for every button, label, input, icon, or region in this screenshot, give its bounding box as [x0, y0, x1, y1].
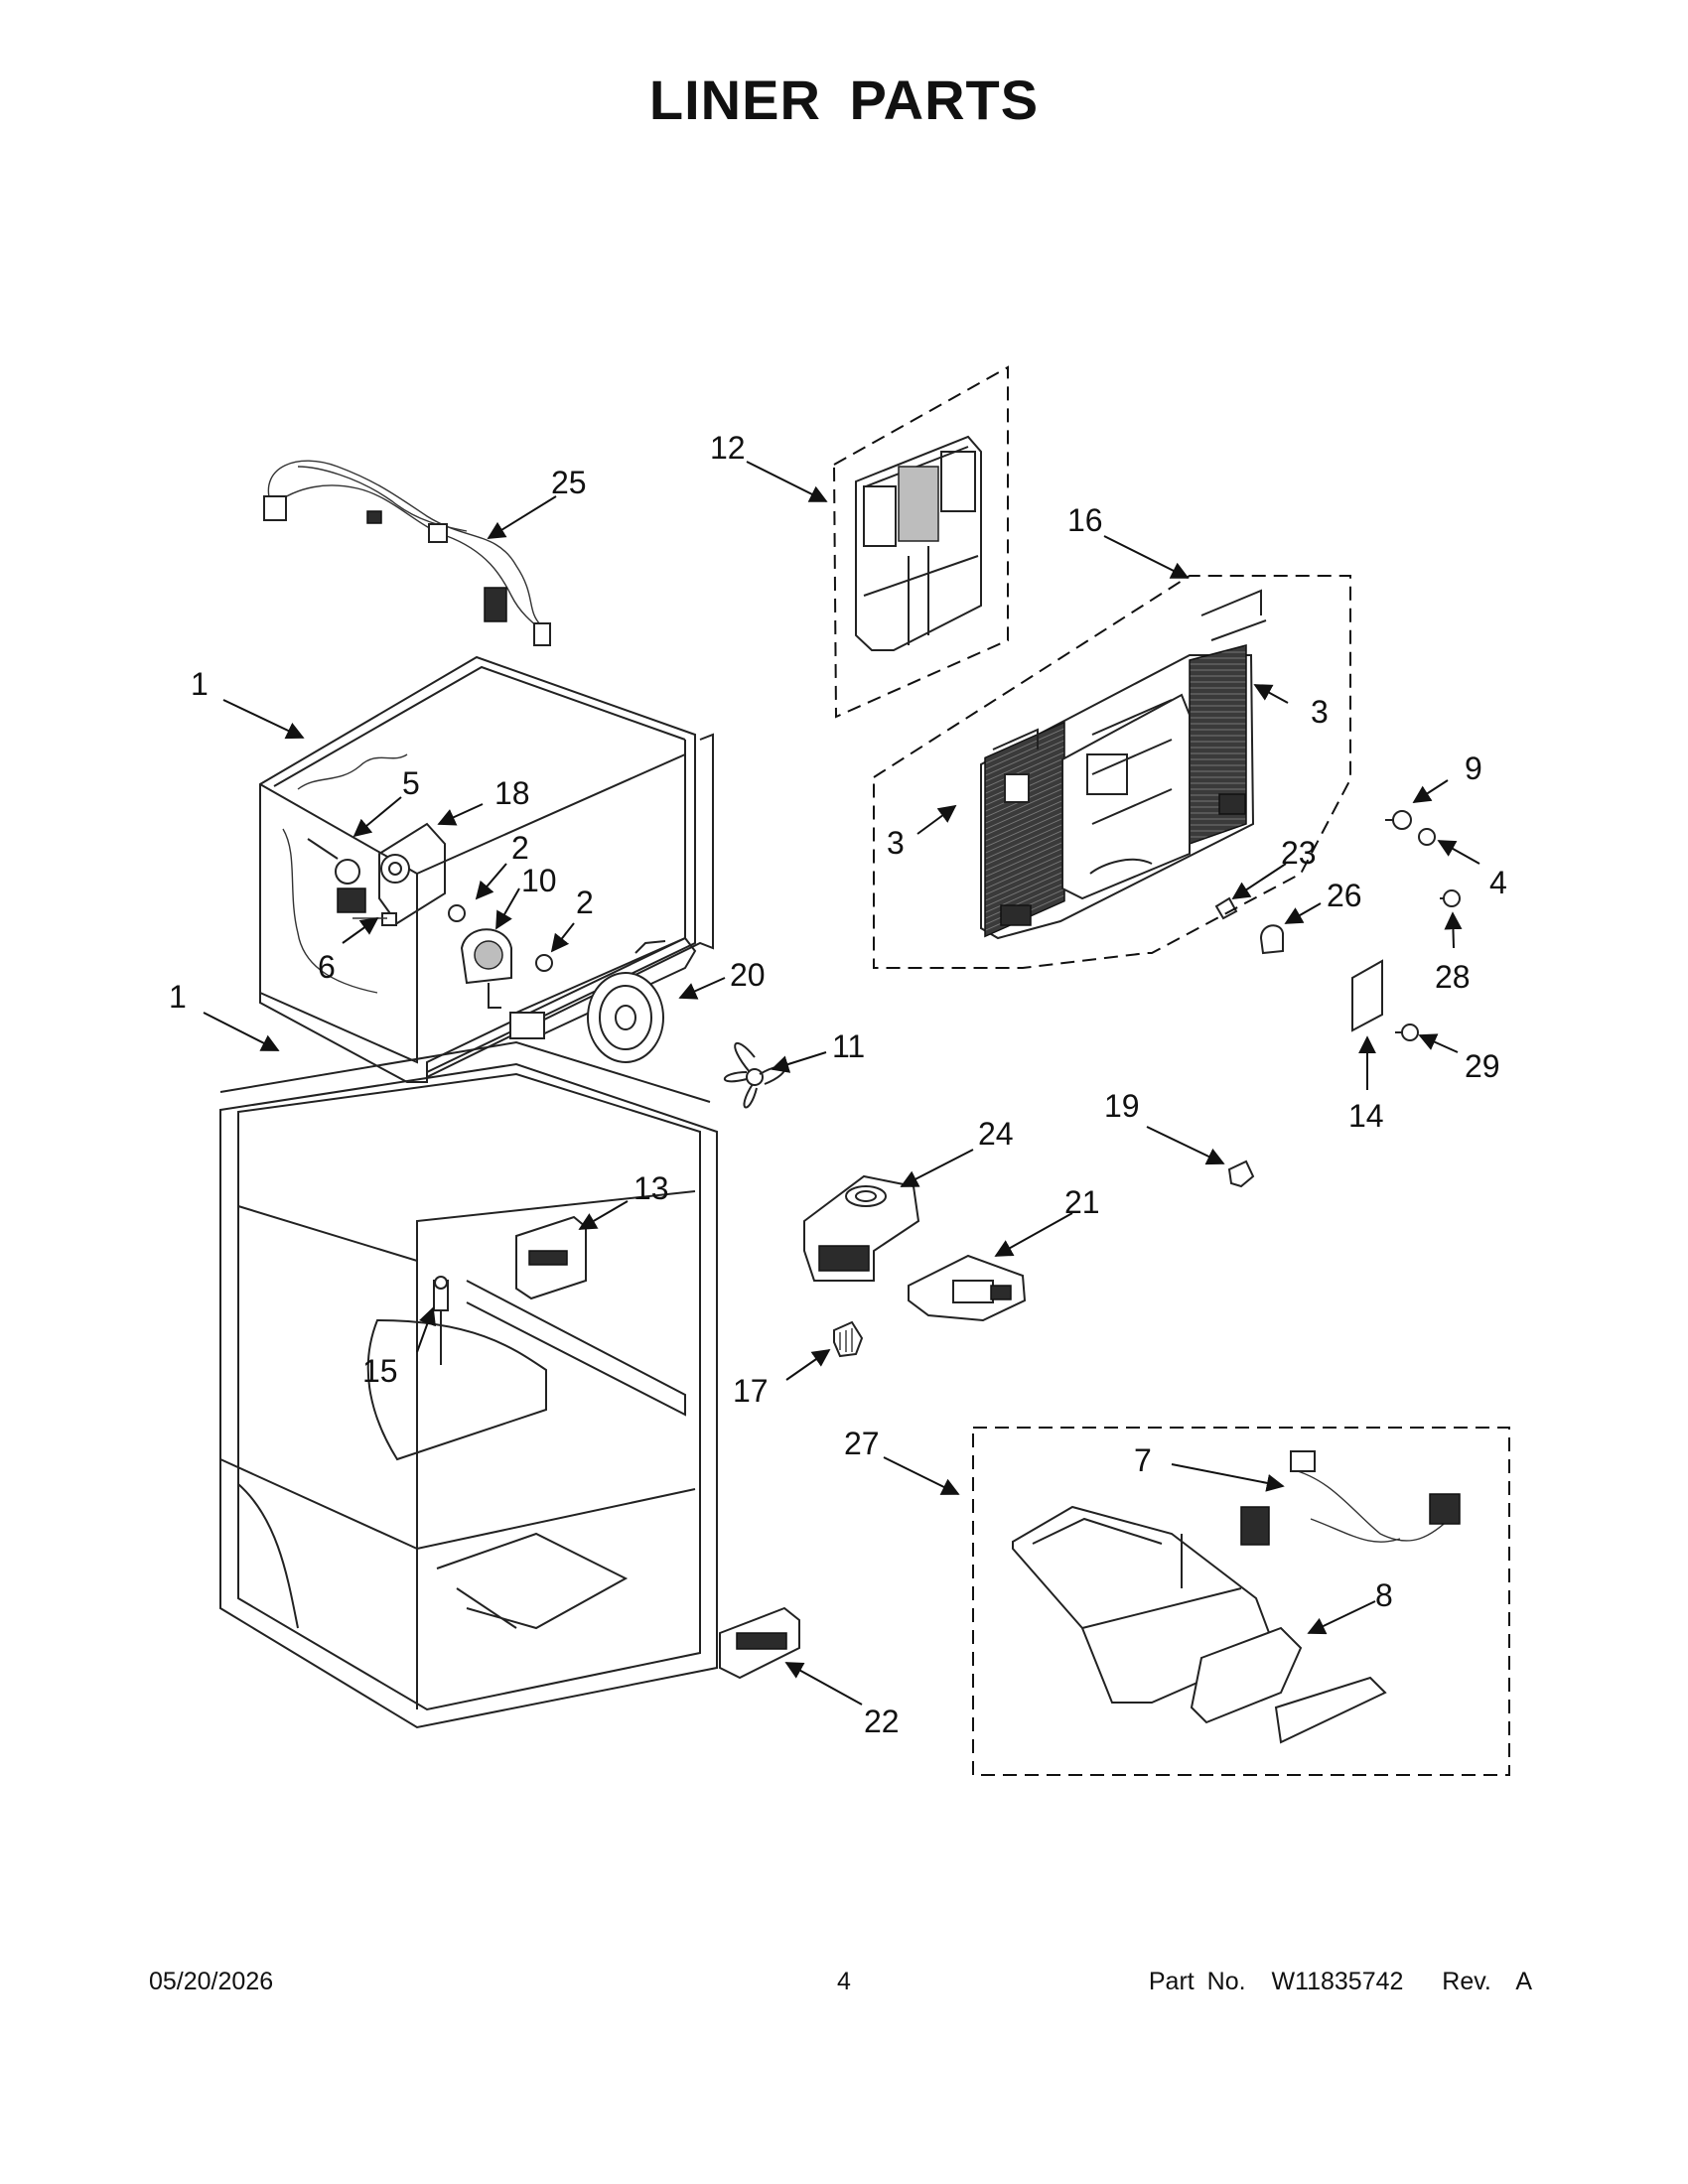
callout-1-bottom: 1: [169, 979, 187, 1015]
callout-16: 16: [1067, 502, 1103, 538]
callout-3-right: 3: [1311, 694, 1329, 730]
callout-4: 4: [1489, 865, 1507, 900]
callout-12: 12: [710, 430, 746, 466]
freezer-liner-part: [259, 655, 714, 1083]
callout-26: 26: [1327, 878, 1362, 913]
callout-3-left: 3: [887, 825, 905, 861]
callout-15: 15: [362, 1353, 398, 1389]
fan-blade-part: [723, 1041, 785, 1109]
drawer-handle-part: [719, 1606, 800, 1680]
wire-harness-part: [263, 460, 551, 646]
callout-8: 8: [1375, 1577, 1393, 1613]
callout-11: 11: [832, 1028, 865, 1064]
footer-part-number: Part No. W11835742 Rev. A: [1148, 1968, 1532, 1995]
page-title: LINER PARTS: [648, 68, 1040, 131]
callout-7: 7: [1134, 1442, 1152, 1478]
callout-2-left: 2: [511, 830, 529, 866]
callout-17: 17: [733, 1373, 769, 1409]
callout-23: 23: [1281, 835, 1317, 871]
callout-labels: 25 12 16 1 5 18 2 10 2 6 1 20 11 3 3 9 4…: [169, 430, 1507, 1739]
callout-21: 21: [1064, 1184, 1100, 1220]
callout-9: 9: [1465, 751, 1482, 786]
damper-motor-part: [833, 1320, 864, 1358]
callout-19: 19: [1104, 1088, 1140, 1124]
callout-22: 22: [864, 1704, 900, 1739]
fresh-food-liner-part: [219, 1040, 718, 1729]
footer-date: 05/20/2026: [149, 1968, 274, 1995]
ice-bin-group: [972, 1427, 1510, 1776]
callout-5: 5: [402, 765, 420, 801]
callout-6: 6: [318, 949, 336, 985]
explode-boxes: [832, 365, 1351, 969]
hardware-group: [1214, 810, 1461, 1188]
callout-10: 10: [521, 863, 557, 898]
light-assembly-part: [515, 1215, 587, 1300]
callout-2-right: 2: [576, 885, 594, 920]
damper-cover-part: [908, 1254, 1027, 1322]
callout-1-top: 1: [191, 666, 209, 702]
thermistor-part: [433, 1276, 449, 1365]
callout-29: 29: [1465, 1048, 1500, 1084]
leader-lines: [203, 461, 1480, 1706]
callout-24: 24: [978, 1116, 1014, 1152]
footer-page-number: 4: [837, 1968, 851, 1995]
callout-25: 25: [551, 465, 587, 500]
air-tower-cover-part: [855, 435, 982, 651]
evaporator-cover-part: [980, 589, 1267, 940]
callout-28: 28: [1435, 959, 1471, 995]
callout-14: 14: [1348, 1098, 1384, 1134]
callout-18: 18: [494, 775, 530, 811]
callout-13: 13: [633, 1170, 669, 1206]
damper-housing-part: [803, 1174, 920, 1282]
freezer-components-group: [307, 822, 697, 1063]
callout-27: 27: [844, 1426, 880, 1461]
callout-20: 20: [730, 957, 766, 993]
